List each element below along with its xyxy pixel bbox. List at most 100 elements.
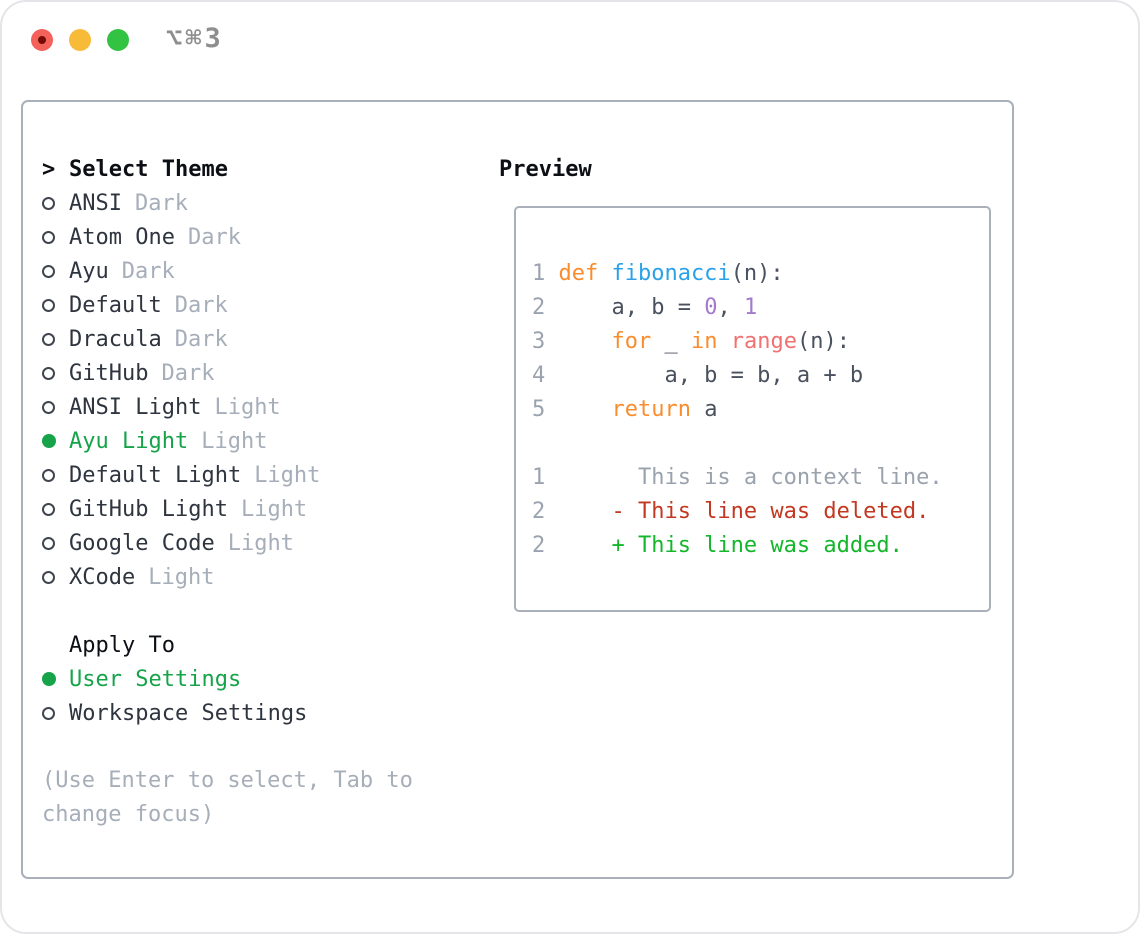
code-token: + This line was added. [558, 532, 903, 558]
theme-option[interactable]: Dracula Dark [42, 322, 320, 356]
code-line: 2 - This line was deleted. [532, 494, 943, 528]
theme-variant-label: Dark [134, 190, 188, 216]
theme-option-label: Ayu Light [69, 428, 189, 454]
theme-option-label: GitHub [69, 360, 149, 386]
theme-variant-label: Light [148, 564, 215, 590]
line-number: 2 [532, 498, 546, 524]
window-shortcut-label: ⌥⌘3 [166, 23, 224, 54]
radio-selected-icon [42, 672, 69, 686]
line-number: 1 [532, 464, 546, 490]
radio-icon [42, 298, 69, 312]
code-token: - This line was deleted. [558, 498, 930, 524]
close-button[interactable] [31, 29, 53, 51]
theme-option[interactable]: ANSI Dark [42, 186, 320, 220]
preview-title: Preview [499, 156, 592, 182]
theme-option-label: XCode [69, 564, 136, 590]
code-token: a [690, 396, 718, 422]
code-token [558, 329, 611, 354]
theme-variant-label: Light [227, 530, 294, 556]
code-line: 3 for _ in range(n): [532, 324, 943, 358]
theme-option[interactable]: Atom One Dark [42, 220, 320, 254]
theme-option-label: Default Light [69, 462, 242, 488]
theme-option[interactable]: GitHub Light Light [42, 492, 320, 526]
code-line: 2 a, b = 0, 1 [532, 290, 943, 324]
apply-option-label: Workspace Settings [69, 700, 308, 726]
minimize-button[interactable] [69, 29, 91, 51]
theme-option[interactable]: Default Light Light [42, 458, 320, 492]
radio-icon [42, 706, 69, 720]
radio-icon [42, 570, 69, 584]
apply-option-label: User Settings [69, 666, 242, 692]
line-number: 3 [532, 328, 546, 354]
line-number: 2 [532, 532, 546, 558]
help-text: (Use Enter to select, Tab to change focu… [42, 768, 413, 827]
code-token: range [730, 328, 797, 354]
code-token: (n): [730, 260, 784, 286]
theme-option-label: Google Code [69, 530, 215, 556]
apply-option[interactable]: User Settings [42, 662, 307, 696]
code-token: in [690, 328, 718, 354]
theme-variant-label: Light [201, 428, 268, 454]
theme-option-label: ANSI Light [69, 394, 202, 420]
code-token: 1 [743, 294, 758, 320]
code-line: 5 return a [532, 392, 943, 426]
code-token: return [611, 396, 691, 422]
theme-option[interactable]: Ayu Light Light [42, 424, 320, 458]
theme-option[interactable]: XCode Light [42, 560, 320, 594]
zoom-button[interactable] [107, 29, 129, 51]
select-theme-title: Select Theme [69, 156, 228, 182]
radio-icon [42, 196, 69, 210]
theme-variant-label: Dark [174, 292, 228, 318]
code-token: This is a context line. [558, 464, 943, 490]
code-line: 1 This is a context line. [532, 460, 943, 494]
theme-option[interactable]: GitHub Dark [42, 356, 320, 390]
theme-variant-label: Light [214, 394, 281, 420]
radio-icon [42, 502, 69, 516]
radio-icon [42, 536, 69, 550]
radio-icon [42, 332, 69, 346]
theme-option-label: ANSI [69, 190, 122, 216]
preview-header: Preview [499, 152, 592, 186]
theme-option-label: GitHub Light [69, 496, 228, 522]
code-line: 4 a, b = b, a + b [532, 358, 943, 392]
theme-option-label: Atom One [69, 224, 175, 250]
code-token: , [717, 294, 744, 320]
code-token: 0 [704, 294, 718, 320]
theme-variant-label: Dark [161, 360, 215, 386]
radio-icon [42, 264, 69, 278]
theme-option[interactable]: Google Code Light [42, 526, 320, 560]
apply-option[interactable]: Workspace Settings [42, 696, 307, 730]
code-token: (n): [796, 328, 850, 354]
theme-option-label: Dracula [69, 326, 162, 352]
theme-variant-label: Light [240, 496, 308, 522]
code-token: def [558, 260, 612, 286]
theme-option[interactable]: ANSI Light Light [42, 390, 320, 424]
theme-variant-label: Dark [174, 326, 228, 352]
radio-icon [42, 468, 69, 482]
apply-to-title: Apply To [69, 632, 175, 658]
radio-icon [42, 400, 69, 414]
line-number: 5 [532, 396, 546, 422]
radio-icon [42, 230, 69, 244]
code-line [532, 426, 943, 460]
code-token: fibonacci [611, 260, 731, 286]
caret-icon: > [42, 156, 56, 182]
theme-variant-label: Dark [187, 224, 241, 250]
titlebar [31, 29, 129, 51]
code-token [558, 397, 611, 422]
select-theme-header: > Select Theme [42, 152, 320, 186]
code-token: for [611, 328, 652, 354]
theme-option-label: Ayu [69, 258, 109, 284]
theme-variant-label: Light [254, 462, 321, 488]
code-token: _ [651, 328, 691, 354]
radio-icon [42, 366, 69, 380]
